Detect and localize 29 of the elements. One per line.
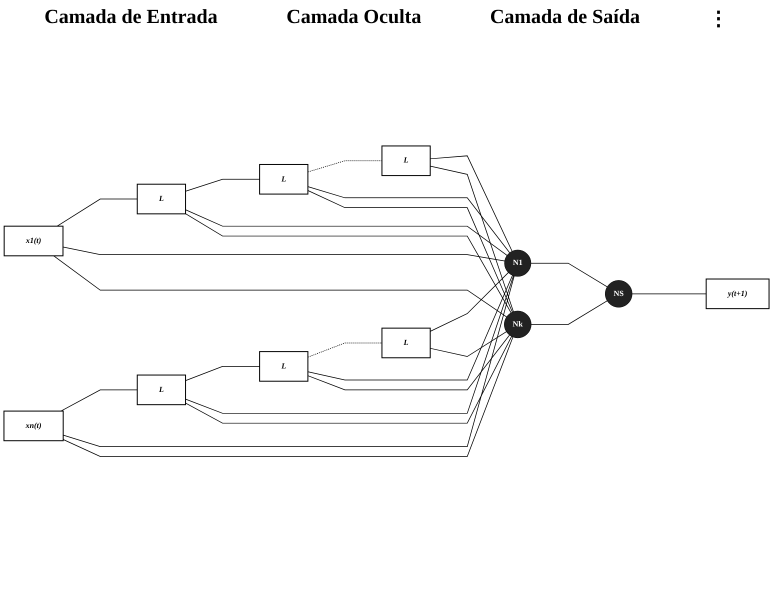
connector <box>62 246 506 262</box>
connector <box>430 272 509 332</box>
connector <box>308 186 510 253</box>
connector <box>530 262 608 287</box>
layer-heading: Camada de Saída <box>490 6 640 30</box>
connector <box>185 178 260 192</box>
layer-heading: ⋮ <box>708 7 729 31</box>
connector <box>308 160 382 172</box>
connector <box>430 166 514 312</box>
connector <box>430 331 507 357</box>
connector <box>62 275 515 447</box>
connector <box>60 389 138 412</box>
connector <box>185 336 512 424</box>
layer-heading: Camada Oculta <box>286 6 422 30</box>
connector <box>530 300 608 325</box>
connector <box>185 213 512 313</box>
connector <box>56 198 138 226</box>
connector <box>308 334 510 390</box>
layer-heading: Camada de Entrada <box>44 6 218 30</box>
connector <box>185 209 508 256</box>
connector <box>308 190 513 312</box>
connector <box>53 255 507 318</box>
connector <box>308 274 513 380</box>
connector <box>632 293 707 294</box>
connector <box>185 275 514 414</box>
connector <box>185 366 260 381</box>
connector <box>62 336 514 457</box>
connector <box>308 342 382 358</box>
connector <box>430 155 512 252</box>
